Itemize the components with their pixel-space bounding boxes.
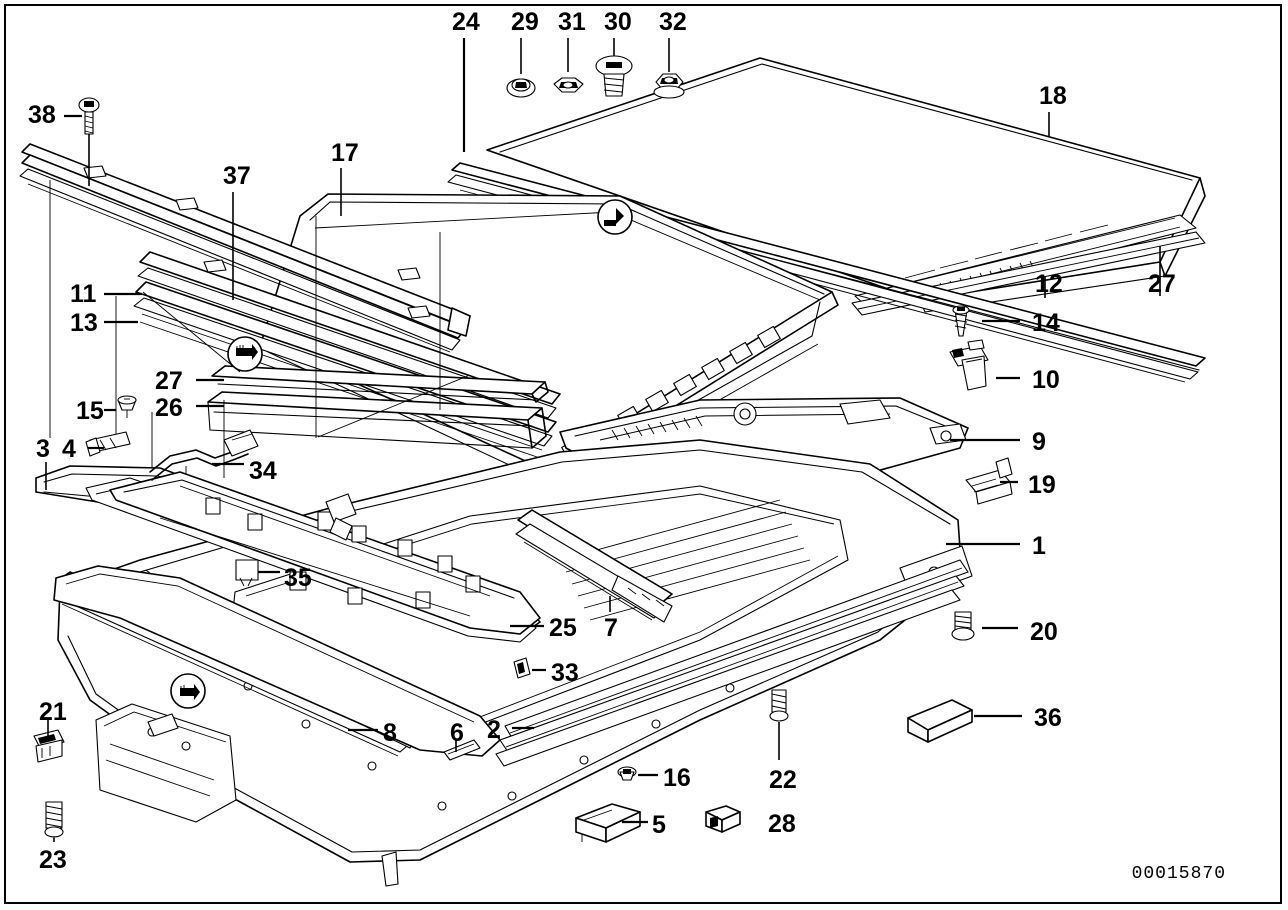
- leader-lines-top: [462, 38, 1050, 152]
- callout-26: 26: [155, 394, 183, 422]
- callout-9: 9: [1032, 428, 1046, 456]
- callout-8: 8: [383, 719, 397, 747]
- callout-27-right: 27: [1148, 270, 1176, 298]
- part-33-clip: [513, 657, 531, 679]
- part-4-clip: [85, 431, 131, 457]
- part-6-pin: [443, 739, 481, 761]
- callout-21: 21: [39, 698, 67, 726]
- callout-24: 24: [452, 8, 480, 36]
- callout-7: 7: [604, 614, 618, 642]
- part-20-screw: [951, 611, 975, 641]
- diagram-border: [4, 4, 1282, 904]
- callout-29: 29: [511, 8, 539, 36]
- part-14-screw: [952, 305, 970, 337]
- part-32-flange-nut: [653, 73, 685, 99]
- callout-15: 15: [76, 397, 104, 425]
- callout-16: 16: [663, 764, 691, 792]
- callout-38: 38: [28, 101, 56, 129]
- callout-28: 28: [768, 810, 796, 838]
- diagram-id-number: 00015870: [1131, 864, 1226, 884]
- callout-35: 35: [284, 564, 312, 592]
- part-5-guide-block: [575, 803, 641, 843]
- callout-34: 34: [249, 457, 277, 485]
- callout-36: 36: [1034, 704, 1062, 732]
- part-30-screw: [595, 55, 633, 97]
- callout-2: 2: [487, 716, 501, 744]
- callout-14: 14: [1032, 309, 1060, 337]
- direction-arrow-circle-2: [227, 336, 263, 372]
- callout-27-left: 27: [155, 367, 183, 395]
- part-15-grommet: [117, 395, 137, 418]
- direction-arrow-circle-3: [170, 673, 206, 709]
- part-2-frame-seal: [495, 559, 969, 767]
- callout-20: 20: [1030, 618, 1058, 646]
- lower-left-panel: [53, 565, 501, 823]
- callout-11: 11: [70, 280, 97, 308]
- callout-37: 37: [223, 162, 251, 190]
- part-23-screw: [44, 801, 64, 838]
- callout-13: 13: [70, 309, 98, 337]
- callout-25: 25: [549, 614, 577, 642]
- part-26-trim-strip: [207, 391, 547, 449]
- callout-23: 23: [39, 846, 67, 874]
- part-36-pad: [907, 699, 973, 743]
- direction-arrow-circle-1: [597, 199, 633, 235]
- part-16-nut: [617, 766, 637, 781]
- part-22-screw: [769, 689, 789, 760]
- part-10-bracket: [949, 339, 989, 391]
- callout-33: 33: [551, 659, 579, 687]
- callout-6: 6: [450, 719, 464, 747]
- part-27-trim-strip-left: [211, 365, 549, 403]
- callout-17: 17: [331, 139, 359, 167]
- part-37-front-rail: [19, 143, 471, 353]
- part-38-screw: [78, 97, 100, 186]
- part-25-cover-panel: [109, 471, 541, 635]
- callout-10: 10: [1032, 366, 1060, 394]
- callout-4: 4: [62, 435, 76, 463]
- callout-1: 1: [1032, 532, 1046, 560]
- part-7-guide-rail-centre: [515, 509, 673, 623]
- callout-19: 19: [1028, 471, 1056, 499]
- callout-5: 5: [652, 811, 666, 839]
- part-29-washer-nut: [506, 78, 536, 98]
- part-31-hex-nut: [553, 77, 584, 93]
- part-35-clip: [235, 559, 259, 587]
- part-34-cable: [149, 429, 259, 481]
- construction-lines: [49, 180, 471, 497]
- part-21-clamp: [33, 729, 65, 763]
- part-28-clip: [705, 805, 741, 833]
- leader-lines-side: [45, 114, 1161, 842]
- callout-22: 22: [769, 766, 797, 794]
- callout-31: 31: [558, 8, 586, 36]
- callout-30: 30: [604, 8, 632, 36]
- callout-18: 18: [1039, 82, 1067, 110]
- callout-32: 32: [659, 8, 687, 36]
- part-19-clip: [965, 457, 1013, 505]
- callout-3: 3: [36, 435, 50, 463]
- callout-12: 12: [1035, 270, 1063, 298]
